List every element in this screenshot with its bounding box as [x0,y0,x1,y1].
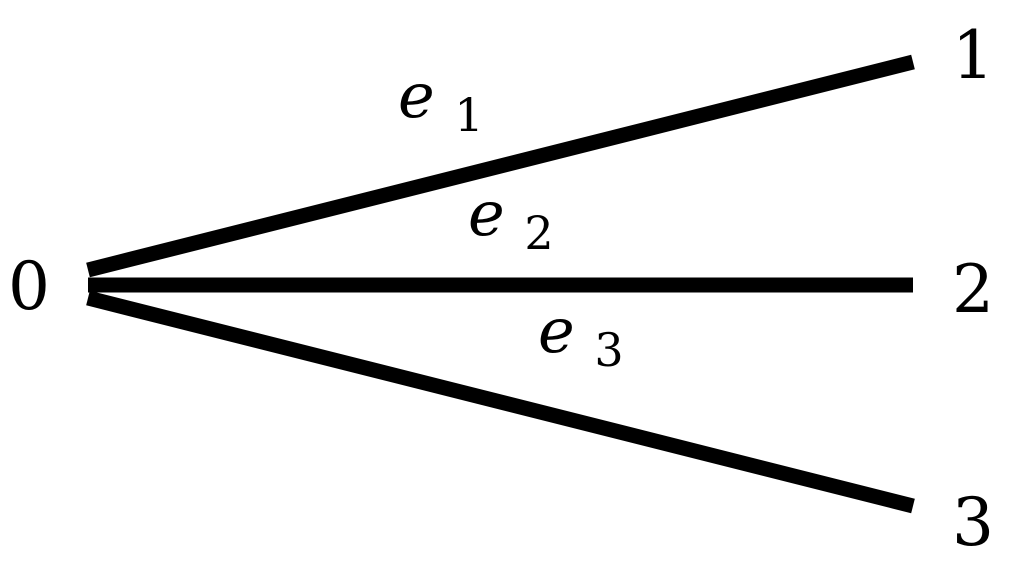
node-3-label: 3 [952,484,994,561]
edge-e1-label-base: e [398,59,435,132]
edge-e1-label: e 1 [398,59,484,142]
edge-e2-label-subscript: 2 [524,206,553,260]
edge-e1-label-subscript: 1 [454,88,483,142]
node-2-label: 2 [952,251,994,328]
node-0-label: 0 [8,248,50,325]
edge-e1-line [86,54,915,278]
edge-e3-label-base: e [538,294,575,367]
edge-e2-label: e 2 [468,177,554,260]
edge-e3-line [86,290,915,514]
node-1-label: 1 [952,17,994,94]
edge-e3-label-subscript: 3 [594,323,623,377]
edge-e2-label-base: e [468,177,505,250]
edge-e3-label: e 3 [538,294,624,377]
